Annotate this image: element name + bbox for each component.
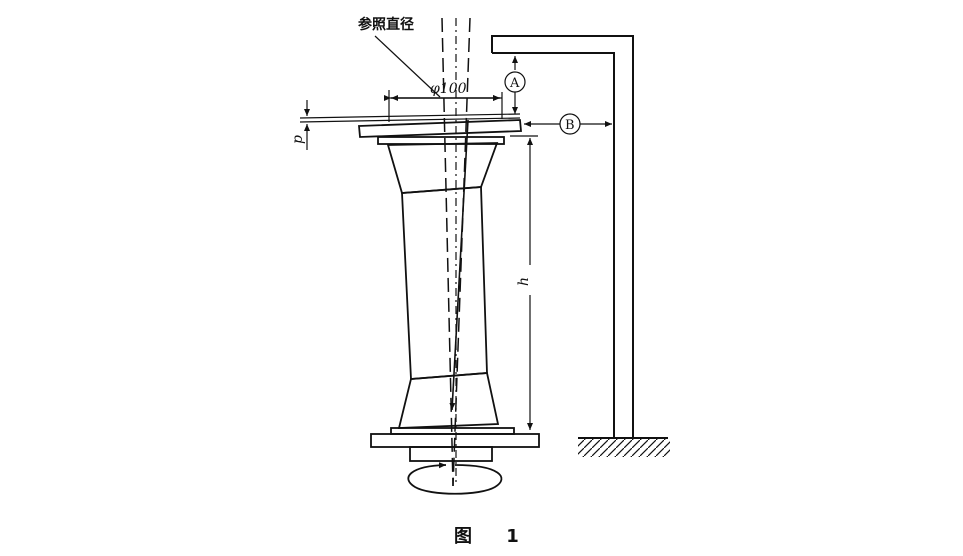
ground-hatch xyxy=(578,439,670,457)
h-dimension xyxy=(510,135,538,430)
diameter-label: φ100 xyxy=(430,81,467,97)
top-plate xyxy=(299,113,522,145)
stand-frame xyxy=(491,35,668,439)
reference-diameter-label: 参照直径 xyxy=(358,16,414,33)
h-label: h xyxy=(516,277,532,286)
b-dimension xyxy=(524,113,612,135)
rotation-arrow-icon xyxy=(407,462,503,495)
point-a-label: A xyxy=(509,76,520,91)
p-label: p xyxy=(290,135,306,144)
deflection-line xyxy=(449,119,469,411)
specimen-body xyxy=(386,142,515,435)
a-dimension xyxy=(504,56,526,114)
point-b-label: B xyxy=(565,118,575,133)
figure-caption: 图 1 xyxy=(454,526,533,547)
diameter-dimension xyxy=(374,35,503,122)
